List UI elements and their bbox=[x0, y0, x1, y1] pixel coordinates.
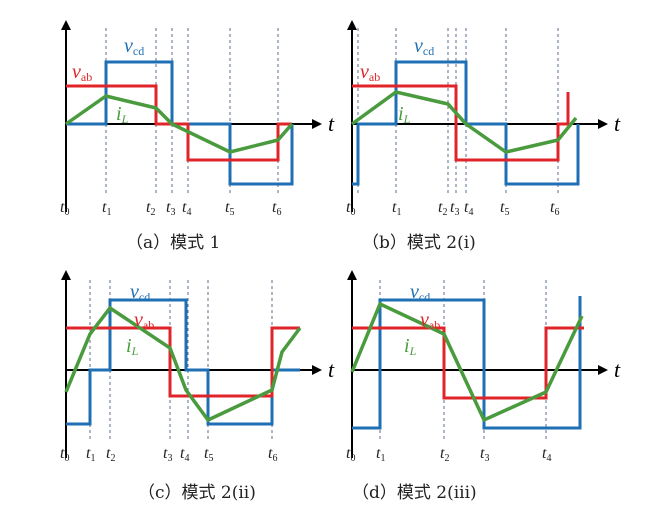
vcd-label: vcd bbox=[124, 35, 144, 58]
x-axis-arrow bbox=[598, 119, 608, 129]
caption-mode-1: （a）模式 1 bbox=[126, 233, 221, 253]
tick-label-t0: t0 bbox=[60, 199, 69, 218]
tick-label-t4: t4 bbox=[180, 445, 189, 464]
iL-label: iL bbox=[398, 103, 411, 126]
y-axis-arrow bbox=[61, 270, 71, 280]
vab-label: vab bbox=[134, 309, 154, 332]
vab-waveform bbox=[352, 84, 570, 162]
tick-label-t6: t6 bbox=[550, 199, 559, 218]
y-axis-arrow bbox=[347, 20, 357, 30]
tick-label-t3: t3 bbox=[480, 445, 489, 464]
tick-label-t1: t1 bbox=[376, 445, 385, 464]
caption-mode-2i: （b）模式 2(i) bbox=[362, 233, 476, 253]
tick-label-t2: t2 bbox=[440, 445, 449, 464]
time-axis-label: t bbox=[328, 357, 335, 382]
tick-label-t0: t0 bbox=[346, 199, 355, 218]
x-axis-arrow bbox=[598, 365, 608, 375]
vcd-waveform bbox=[66, 298, 300, 426]
tick-label-t5: t5 bbox=[204, 445, 213, 464]
iL-waveform bbox=[64, 305, 302, 423]
vab-waveform bbox=[66, 326, 300, 398]
tick-label-t1: t1 bbox=[86, 445, 95, 464]
vcd-label: vcd bbox=[410, 281, 430, 304]
tick-label-t2: t2 bbox=[438, 199, 447, 218]
tick-label-t0: t0 bbox=[346, 445, 355, 464]
panel-a: t vcd vab iL t0 t1 t2 t3 t4 t5 t6 bbox=[60, 20, 335, 218]
iL-waveform bbox=[64, 94, 294, 154]
caption-mode-2ii: （c）模式 2(ii) bbox=[138, 483, 256, 503]
tick-label-t2: t2 bbox=[106, 445, 115, 464]
vcd-label: vcd bbox=[414, 35, 434, 58]
panel-c: t vcd vab iL t0 t1 t2 t3 t4 t5 t6 bbox=[60, 270, 335, 464]
tick-label-t6: t6 bbox=[268, 445, 277, 464]
x-axis-arrow bbox=[312, 365, 322, 375]
time-axis-label: t bbox=[614, 111, 621, 136]
x-axis-arrow bbox=[312, 119, 322, 129]
tick-label-t2: t2 bbox=[146, 199, 155, 218]
y-axis-arrow bbox=[61, 20, 71, 30]
vab-label: vab bbox=[72, 61, 92, 84]
tick-label-t6: t6 bbox=[272, 199, 281, 218]
y-axis-arrow bbox=[347, 270, 357, 280]
tick-label-t1: t1 bbox=[392, 199, 401, 218]
vcd-label: vcd bbox=[130, 281, 150, 304]
tick-label-t5: t5 bbox=[225, 199, 234, 218]
tick-label-t4: t4 bbox=[464, 199, 473, 218]
iL-label: iL bbox=[116, 103, 129, 126]
vab-waveform bbox=[66, 84, 292, 162]
time-axis-label: t bbox=[328, 111, 335, 136]
vcd-waveform bbox=[352, 296, 582, 430]
tick-label-t0: t0 bbox=[60, 445, 69, 464]
vcd-waveform bbox=[352, 60, 580, 186]
iL-waveform bbox=[350, 301, 584, 423]
vab-label: vab bbox=[420, 309, 440, 332]
iL-label: iL bbox=[404, 335, 417, 358]
tick-label-t4: t4 bbox=[542, 445, 551, 464]
tick-label-t4: t4 bbox=[182, 199, 191, 218]
caption-mode-2iii: （d）模式 2(iii) bbox=[352, 483, 477, 503]
iL-label: iL bbox=[126, 335, 139, 358]
tick-label-t5: t5 bbox=[500, 199, 509, 218]
tick-label-t3: t3 bbox=[163, 445, 172, 464]
tick-label-t1: t1 bbox=[102, 199, 111, 218]
tick-label-t3: t3 bbox=[450, 199, 459, 218]
tick-label-t3: t3 bbox=[166, 199, 175, 218]
time-axis-label: t bbox=[614, 357, 621, 382]
iL-waveform bbox=[350, 90, 578, 154]
vab-label: vab bbox=[360, 61, 380, 84]
